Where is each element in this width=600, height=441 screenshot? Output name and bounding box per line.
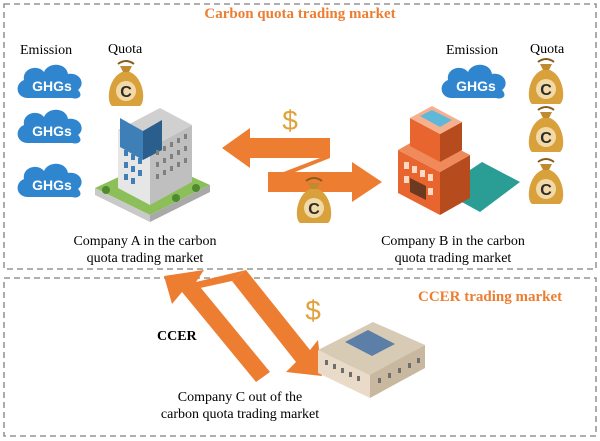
cloud-text: GHGs <box>32 78 72 94</box>
company-c-line2: carbon quota trading market <box>160 407 320 422</box>
company-c-caption: Company C out of the carbon quota tradin… <box>130 389 350 423</box>
cloud-text: GHGs <box>32 123 72 139</box>
company-b-building-icon <box>398 106 520 215</box>
upper-dollar-icon: $ <box>282 105 298 136</box>
ccer-market-title: CCER trading market <box>418 289 563 305</box>
company-b-caption: Company B in the carbon quota trading ma… <box>348 233 558 267</box>
company-c-building-icon <box>318 322 425 398</box>
right-quota-label: Quota <box>530 42 565 57</box>
company-a-building-icon <box>95 108 210 222</box>
cloud-text: GHGs <box>456 78 496 94</box>
quota-bag-icon: C <box>107 60 145 107</box>
carbon-quota-market-frame <box>3 3 597 270</box>
quota-exchange-arrows <box>222 128 382 202</box>
ccer-label: CCER <box>157 329 197 344</box>
quota-bag-icon: C <box>527 58 565 105</box>
left-quota-label: Quota <box>108 42 143 57</box>
company-a-line1: Company A in the carbon <box>73 234 217 249</box>
company-b-line2: quota trading market <box>394 251 512 266</box>
bag-letter: C <box>540 182 552 199</box>
quota-bag-icon: C <box>295 177 333 224</box>
bag-letter: C <box>308 201 320 218</box>
company-a-caption: Company A in the carbon quota trading ma… <box>40 233 250 267</box>
company-c-line1: Company C out of the <box>177 390 303 405</box>
ghg-cloud-icon: GHGs <box>17 109 82 144</box>
quota-bag-icon: C <box>527 158 565 205</box>
ccer-market-frame <box>3 277 597 437</box>
quota-bag-icon: C <box>527 106 565 153</box>
company-a-line2: quota trading market <box>86 251 204 266</box>
ghg-cloud-icon: GHGs <box>441 64 506 99</box>
ghg-cloud-icon: GHGs <box>17 163 82 198</box>
bag-letter: C <box>120 84 132 101</box>
lower-dollar-icon: $ <box>305 295 321 326</box>
ghg-cloud-icon: GHGs <box>17 64 82 99</box>
bag-letter: C <box>540 130 552 147</box>
carbon-quota-market-title: Carbon quota trading market <box>204 6 396 22</box>
left-emission-label: Emission <box>20 43 73 58</box>
bag-letter: C <box>540 82 552 99</box>
right-emission-label: Emission <box>446 43 499 58</box>
company-b-line1: Company B in the carbon <box>381 234 525 249</box>
ccer-exchange-arrows <box>164 270 322 382</box>
cloud-text: GHGs <box>32 177 72 193</box>
